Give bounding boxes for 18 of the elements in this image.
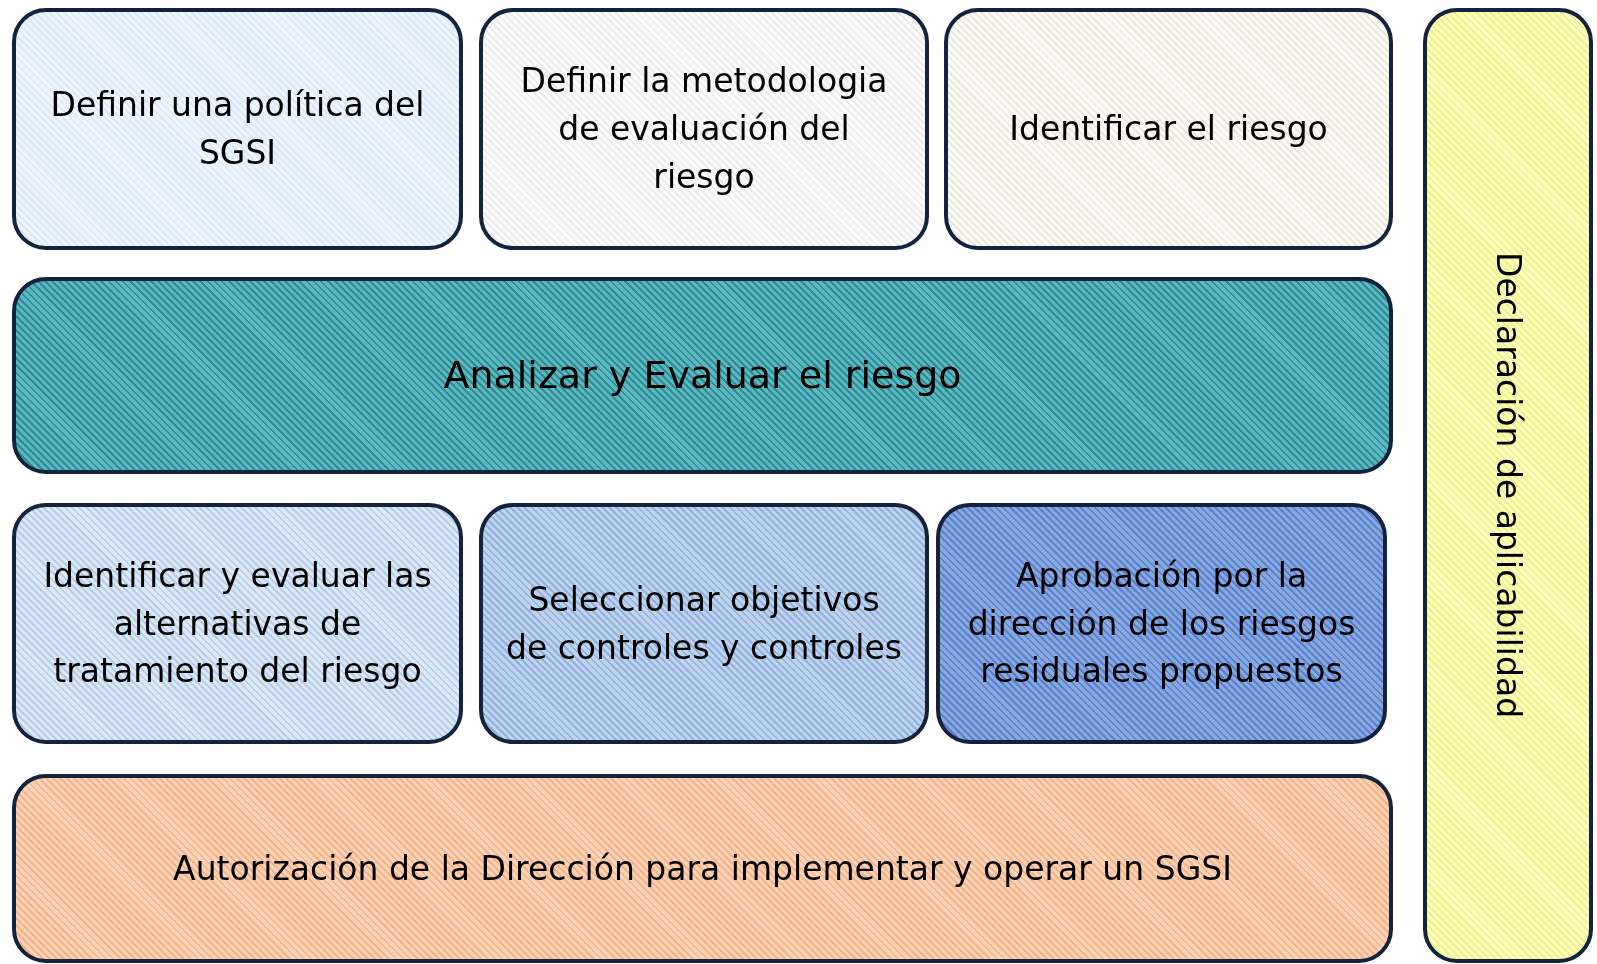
box-label: Autorización de la Dirección para implementar y operar un SGSI xyxy=(173,847,1232,890)
box-label: Analizar y Evaluar el riesgo xyxy=(443,351,962,399)
box-label: Definir una política del SGSI xyxy=(49,84,426,174)
process-box xyxy=(944,8,1393,250)
process-box xyxy=(12,277,1393,474)
process-box xyxy=(1423,8,1593,963)
box-label: Identificar el riesgo xyxy=(1009,108,1328,151)
process-box xyxy=(12,8,463,250)
box-label: Aprobación por la dirección de los riesgos residuales propuestos xyxy=(966,554,1357,693)
box-label: Declaración de aplicabilidad xyxy=(1487,252,1529,719)
process-box xyxy=(479,8,929,250)
process-box xyxy=(479,503,929,744)
process-box xyxy=(936,503,1387,744)
box-label: Identificar y evaluar las alternativas de tratamiento del riesgo xyxy=(42,554,433,693)
process-box xyxy=(12,774,1393,963)
box-label: Definir la metodologia de evaluación del riesgo xyxy=(519,60,889,198)
box-label: Seleccionar objetivos de controles y controles xyxy=(505,578,903,669)
process-box xyxy=(12,503,463,744)
